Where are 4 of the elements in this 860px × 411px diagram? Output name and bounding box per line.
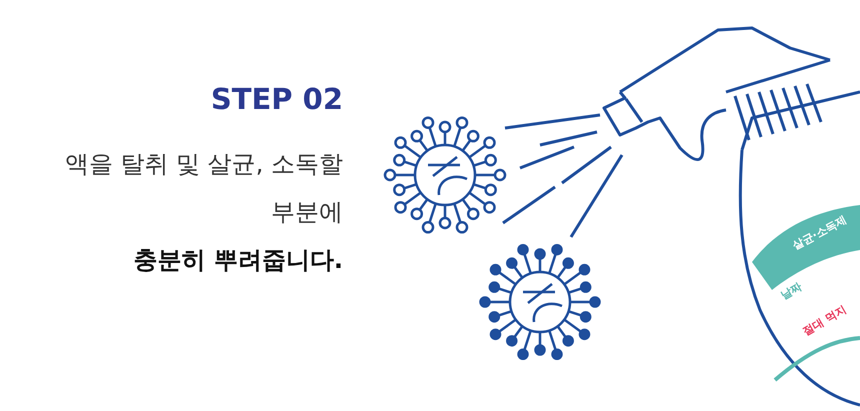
step-heading: STEP 02 <box>210 82 343 116</box>
bottle-label-text: 날짜 <box>778 279 805 303</box>
warning-text: 절대 먹지 <box>800 302 849 339</box>
instruction-text: 액을 탈취 및 살균, 소독할 부분에 충분히 뿌려줍니다. <box>64 149 343 276</box>
